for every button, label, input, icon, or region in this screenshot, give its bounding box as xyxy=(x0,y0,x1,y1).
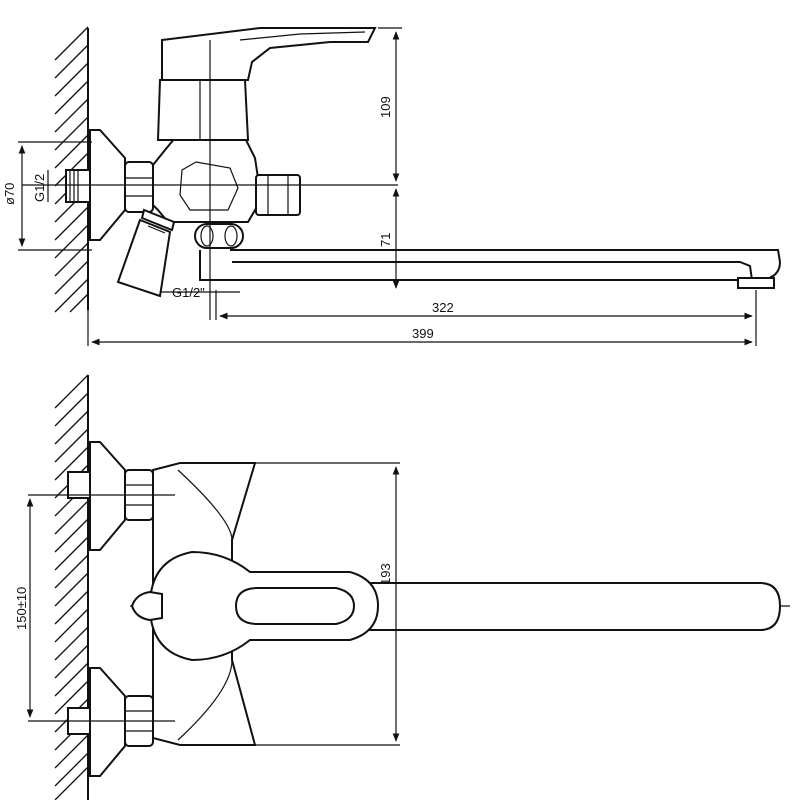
dim-center-distance: 150±10 xyxy=(14,587,29,630)
spout-top xyxy=(329,582,782,631)
lever-handle-side xyxy=(161,27,377,81)
union-nut-side xyxy=(124,161,154,213)
spout-side xyxy=(199,249,782,281)
wall-inlet-pipe xyxy=(65,169,91,203)
dim-height-top: 109 xyxy=(378,96,393,118)
top-view: 150±10 193 xyxy=(14,374,790,800)
aerator-side xyxy=(737,277,775,289)
dim-height-outlet: 71 xyxy=(378,233,393,247)
spout-nut-side xyxy=(255,174,301,216)
wall-hatch-side xyxy=(54,26,89,313)
shower-outlet-side xyxy=(116,218,172,298)
side-view: ø70 G1/2 109 71 G1/2" 322 399 xyxy=(2,26,782,346)
wall-hatch-top xyxy=(54,374,89,800)
dim-body-width: 193 xyxy=(378,563,393,585)
lever-grip-top xyxy=(234,587,356,625)
dim-overall-length: 399 xyxy=(412,326,434,341)
dim-thread-lower: G1/2" xyxy=(172,285,205,300)
dim-thread-upper: G1/2 xyxy=(32,174,47,202)
dim-spout-reach: 322 xyxy=(432,300,454,315)
dim-diameter: ø70 xyxy=(2,183,17,205)
inlet-upper-top xyxy=(67,441,154,551)
diverter-side xyxy=(194,223,244,249)
cartridge-housing-side xyxy=(156,79,250,141)
